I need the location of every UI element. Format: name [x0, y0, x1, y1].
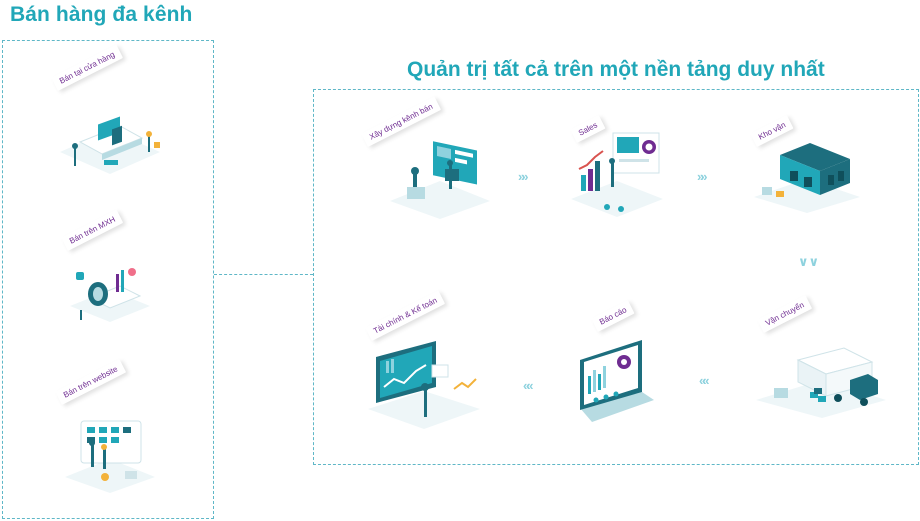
- flow-arrow-left-2: ««: [523, 378, 534, 393]
- flow-arrow-down: ∨∨: [798, 254, 820, 269]
- panel-connector: [214, 274, 313, 275]
- shipping-illustration: [752, 340, 892, 420]
- multichannel-sales-title: Bán hàng đa kênh: [10, 3, 193, 26]
- platform-panel: [313, 89, 919, 465]
- unified-platform-title: Quản trị tất cả trên một nền tảng duy nh…: [407, 58, 825, 81]
- flow-arrow-right-2: »»: [697, 169, 708, 184]
- report-illustration: [572, 330, 662, 430]
- warehouse-illustration: [750, 135, 865, 215]
- social-illustration: [60, 260, 160, 330]
- store-illustration: [50, 100, 170, 180]
- channel-building-illustration: [385, 125, 495, 220]
- flow-arrow-right-1: »»: [518, 169, 529, 184]
- sales-illustration: [567, 125, 667, 220]
- finance-illustration: [362, 335, 487, 435]
- flow-arrow-left-1: ««: [699, 373, 710, 388]
- website-illustration: [55, 415, 165, 495]
- channels-panel: [2, 40, 214, 519]
